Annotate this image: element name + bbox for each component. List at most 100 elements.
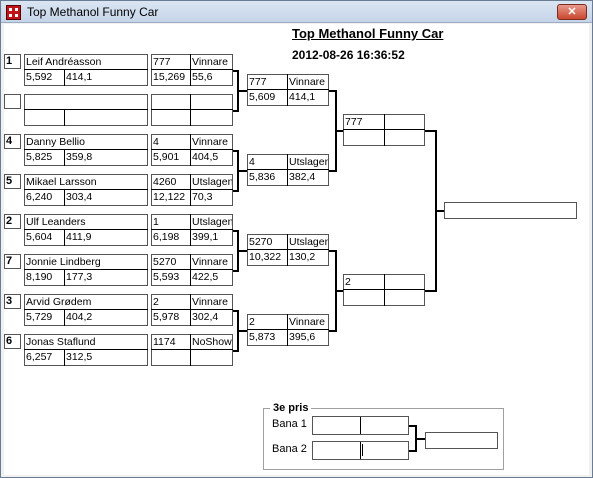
bracket-line (64, 70, 65, 86)
round1-result-card[interactable] (151, 294, 233, 326)
entrant-name: Danny Bellio (26, 136, 85, 148)
bracket-line (233, 270, 239, 272)
entrant-speed (65, 110, 105, 125)
round1-result-card-b: NoShow (192, 336, 232, 348)
round1-result-card-c (152, 350, 189, 365)
semifinal-card-d (385, 290, 424, 305)
bracket-line (337, 290, 343, 292)
bracket-line (64, 270, 65, 286)
entrant-speed: 359,8 (66, 151, 93, 163)
round2-card[interactable] (247, 154, 329, 186)
entrant-card[interactable] (24, 174, 148, 206)
round1-result-card[interactable] (151, 334, 233, 366)
entrant-card[interactable] (24, 254, 148, 286)
final-winner (445, 203, 575, 218)
bracket-line (190, 54, 191, 86)
round1-result-card[interactable] (151, 214, 233, 246)
round1-result-card[interactable] (151, 254, 233, 286)
round2-card-d: 382,4 (289, 171, 316, 183)
entrant-et: 5,729 (26, 311, 53, 323)
round1-result-card-b: Vinnare (192, 296, 229, 308)
bracket-line (151, 69, 233, 70)
round2-card-d: 414,1 (289, 91, 316, 103)
title-bar[interactable]: Top Methanol Funny Car ✕ (1, 1, 592, 23)
semifinal-card-a: 777 (345, 116, 363, 128)
round1-result-card-a: 777 (153, 56, 171, 68)
bracket-line (237, 230, 239, 272)
bracket-area: Top Methanol Funny Car 2012-08-26 16:36:… (4, 24, 589, 475)
entrant-card[interactable] (24, 214, 148, 246)
bracket-line (425, 130, 437, 132)
entrant-speed: 177,3 (66, 271, 93, 283)
bracket-line (239, 330, 247, 332)
close-button[interactable]: ✕ (557, 4, 587, 20)
semifinal-card-c (344, 130, 383, 145)
entrant-card[interactable] (24, 134, 148, 166)
round2-card[interactable] (247, 314, 329, 346)
final-winner-box[interactable] (444, 202, 577, 219)
page-title: Top Methanol Funny Car (292, 26, 444, 41)
bracket-line (329, 250, 337, 252)
timestamp: 2012-08-26 16:36:52 (292, 48, 405, 62)
round1-result-card[interactable] (151, 134, 233, 166)
bracket-line (384, 114, 385, 146)
bracket-line (151, 349, 233, 350)
round1-result-card-d: 399,1 (192, 231, 219, 243)
round1-result-card-c: 6,198 (153, 231, 180, 243)
entrant-speed: 414,1 (66, 71, 93, 83)
seed-number: 6 (4, 334, 21, 349)
entrant-et: 6,240 (26, 191, 53, 203)
round1-result-card-d (191, 350, 232, 365)
entrant-card[interactable] (24, 334, 148, 366)
round1-result-card[interactable] (151, 174, 233, 206)
round1-result-card-b (191, 95, 232, 110)
round1-result-card-d: 55,6 (192, 71, 213, 83)
round2-card-c: 5,609 (249, 91, 276, 103)
bracket-line (233, 230, 239, 232)
bracket-line (435, 130, 437, 292)
round1-result-card[interactable] (151, 94, 233, 126)
seed-number: 1 (4, 54, 21, 69)
bracket-line (329, 90, 337, 92)
bracket-line (151, 229, 233, 230)
entrant-card[interactable] (24, 294, 148, 326)
entrant-name: Leif Andréasson (26, 56, 102, 68)
entrant-name: Jonnie Lindberg (26, 256, 101, 268)
entrant-card[interactable] (24, 94, 148, 126)
round1-result-card-a: 1174 (153, 336, 176, 348)
round1-result-card-c: 5,593 (153, 271, 180, 283)
entrant-name: Mikael Larsson (26, 176, 97, 188)
entrant-card[interactable] (24, 54, 148, 86)
round2-card-a: 777 (249, 76, 267, 88)
bracket-line (64, 310, 65, 326)
bracket-line (64, 350, 65, 366)
bracket-line (24, 109, 148, 110)
round1-result-card-c: 5,978 (153, 311, 180, 323)
bracket-line (239, 90, 247, 92)
seed-number: 3 (4, 294, 21, 309)
bracket-line (64, 110, 65, 126)
round1-result-card[interactable] (151, 54, 233, 86)
bracket-line (190, 134, 191, 166)
semifinal-card-c (344, 290, 383, 305)
bracket-line (233, 70, 239, 72)
round2-card-a: 2 (249, 316, 255, 328)
round1-result-card-c: 12,122 (153, 191, 186, 203)
semifinal-card-a: 2 (345, 276, 351, 288)
entrant-et: 8,190 (26, 271, 53, 283)
round2-card[interactable] (247, 74, 329, 106)
round1-result-card-c: 5,901 (153, 151, 180, 163)
round1-result-card-b: Vinnare (192, 256, 229, 268)
round1-result-card-d: 302,4 (192, 311, 219, 323)
bracket-line (287, 234, 288, 266)
round1-result-card-d (191, 110, 232, 125)
seed-number: 4 (4, 134, 21, 149)
round2-card[interactable] (247, 234, 329, 266)
bracket-line (24, 349, 148, 350)
bracket-line (24, 149, 148, 150)
third-place-winner-box[interactable] (425, 432, 498, 449)
entrant-et: 6,257 (26, 351, 53, 363)
round2-card-a: 5270 (249, 236, 273, 248)
round1-result-card-d: 422,5 (192, 271, 219, 283)
